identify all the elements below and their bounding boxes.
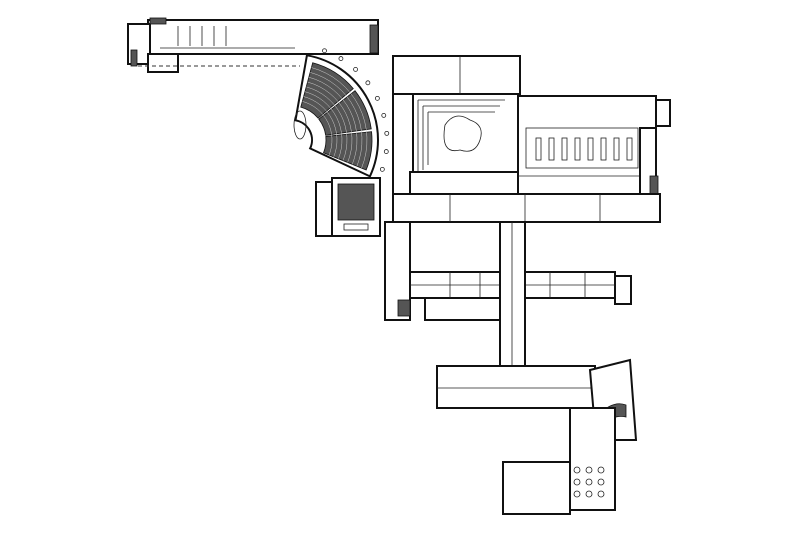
table-circle [573, 478, 581, 486]
column [322, 48, 327, 54]
fan-seating-section [323, 131, 373, 171]
small-auditorium [315, 177, 381, 237]
south-wing [436, 358, 638, 515]
column [379, 166, 385, 172]
column [374, 95, 380, 101]
fan-seating-section [318, 90, 372, 136]
reading-table [587, 137, 594, 161]
table-circle [585, 490, 593, 498]
stage [293, 110, 307, 140]
column [338, 56, 344, 61]
central-spine [499, 221, 526, 369]
reading-table [626, 137, 633, 161]
fan-seating-section [300, 62, 354, 119]
column [381, 113, 387, 118]
reading-table [613, 137, 620, 161]
courtyard-block [392, 55, 521, 195]
seat-row [304, 91, 343, 159]
table-circle [597, 478, 605, 486]
reading-table [600, 137, 607, 161]
table-circle [597, 490, 605, 498]
seat-row [302, 101, 333, 156]
table-circle [585, 478, 593, 486]
reading-table [548, 137, 555, 161]
seat-row [307, 81, 353, 163]
seat-row [308, 76, 358, 165]
seat-row [306, 86, 348, 161]
reading-table [561, 137, 568, 161]
library-block [517, 95, 671, 197]
table-circle [573, 466, 581, 474]
table-circle [585, 466, 593, 474]
seat-row [310, 72, 363, 167]
reading-table [535, 137, 542, 161]
column [353, 67, 358, 72]
central-band [392, 193, 661, 223]
northwest-wing [127, 17, 379, 73]
column [384, 130, 390, 136]
seat-row [311, 67, 368, 169]
table-circle [597, 466, 605, 474]
table-circle [573, 490, 581, 498]
lecture-hall-fan [293, 48, 390, 178]
seat-row [303, 96, 338, 157]
column [383, 149, 389, 154]
column [365, 80, 371, 86]
courtyard-garden [443, 115, 482, 152]
reading-table [574, 137, 581, 161]
